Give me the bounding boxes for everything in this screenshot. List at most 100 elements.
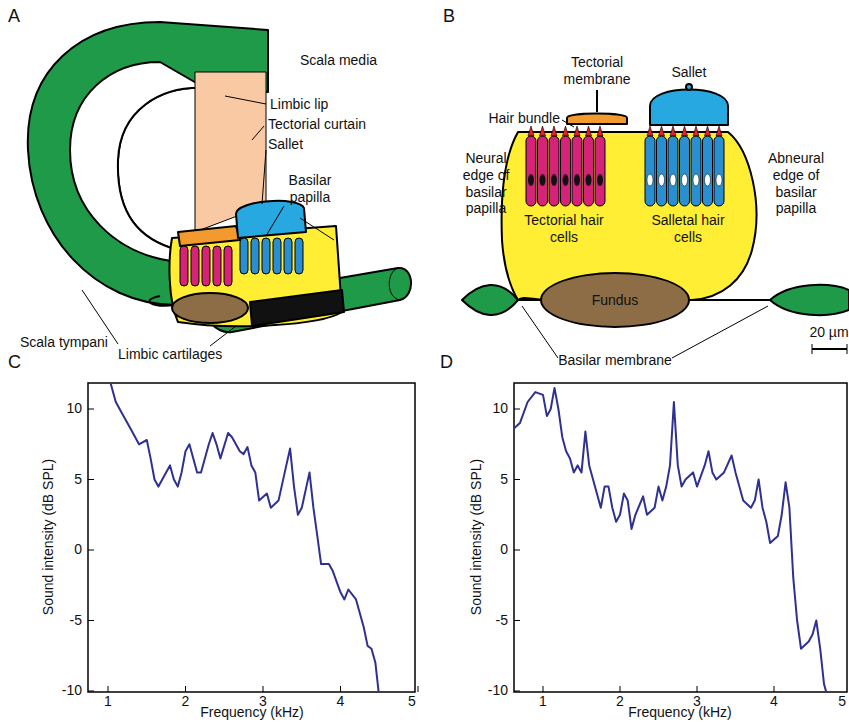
tick-label: -5 xyxy=(496,612,508,629)
tick-label: 4 xyxy=(337,693,345,710)
part-label: Neural edge of basilar papilla xyxy=(451,150,521,217)
part-label: Tectorial membrane xyxy=(552,54,642,88)
panel-letter: C xyxy=(8,352,21,374)
illustration-shape xyxy=(273,238,281,274)
leader-line xyxy=(514,409,520,410)
leader-line xyxy=(514,479,520,480)
illustration-shape xyxy=(563,174,569,186)
region-label: Scala media xyxy=(300,52,377,69)
leader-line xyxy=(252,126,264,140)
leader-line xyxy=(300,218,334,240)
leader-line xyxy=(620,686,621,692)
leader-line xyxy=(514,550,520,551)
illustration-shape xyxy=(572,136,582,206)
illustration-shape xyxy=(540,174,546,186)
illustration-shape xyxy=(561,136,571,206)
leader-line xyxy=(847,344,848,354)
leader-line xyxy=(263,686,264,692)
illustration-shape xyxy=(584,136,594,206)
illustration-shape xyxy=(240,238,248,274)
fundus-ellipse: Fundus xyxy=(540,272,690,328)
illustration-shape xyxy=(693,174,699,186)
illustration-shape xyxy=(224,246,232,286)
illustration-shape xyxy=(526,136,536,206)
illustration-shape xyxy=(528,126,534,136)
illustration-shape xyxy=(108,383,379,692)
illustration-shape xyxy=(716,126,722,136)
illustration-shape xyxy=(514,388,828,692)
illustration-shape xyxy=(462,285,518,315)
illustration-shape xyxy=(714,136,724,206)
illustration-shape xyxy=(668,136,678,206)
shape-group xyxy=(522,120,847,358)
tick-label: 10 xyxy=(66,400,82,417)
tick-label: 2 xyxy=(616,693,624,710)
illustration-shape xyxy=(657,136,667,206)
illustration-shape xyxy=(88,383,415,692)
shape-group xyxy=(28,22,411,332)
illustration-shape xyxy=(213,246,221,286)
illustration-shape xyxy=(670,174,676,186)
leader-line xyxy=(514,620,520,621)
part-label: Limbic cartilages xyxy=(118,346,222,363)
leader-line xyxy=(108,686,109,692)
illustration-shape xyxy=(389,268,400,300)
illustration-shape xyxy=(770,285,849,315)
illustration-shape xyxy=(659,174,665,186)
shape-group xyxy=(526,126,724,206)
illustration-shape xyxy=(563,126,569,136)
illustration-shape xyxy=(686,84,692,90)
panel-letter: B xyxy=(443,6,455,28)
illustration-shape xyxy=(645,136,655,206)
illustration-shape xyxy=(597,126,603,136)
leader-line xyxy=(543,686,544,692)
illustration-shape xyxy=(514,383,847,692)
leader-line xyxy=(340,686,341,692)
part-label: Limbic lip xyxy=(270,96,328,113)
shape-group xyxy=(180,238,303,286)
tick-label: -5 xyxy=(70,612,82,629)
panel-letter: A xyxy=(8,6,20,28)
leader-line xyxy=(88,550,94,551)
illustration-shape xyxy=(650,90,728,126)
illustration-shape xyxy=(250,290,344,326)
illustration-shape xyxy=(28,22,268,305)
part-label: Tectorial curtain xyxy=(268,116,366,133)
tick-label: 10 xyxy=(492,400,508,417)
tick-label: 1 xyxy=(539,693,547,710)
illustration-shape xyxy=(716,174,722,186)
illustration-shape xyxy=(549,136,559,206)
leader-line xyxy=(812,348,847,350)
leader-line xyxy=(697,686,698,692)
part-label: Hair bundle xyxy=(488,110,560,127)
tick-label: 5 xyxy=(408,693,416,710)
tick-label: 0 xyxy=(500,541,508,558)
leader-line xyxy=(210,326,236,346)
leader-line xyxy=(225,96,266,104)
leader-line xyxy=(514,691,520,692)
leader-line xyxy=(562,120,574,127)
leader-line xyxy=(88,409,94,410)
illustration-shape xyxy=(586,174,592,186)
illustration-shape xyxy=(295,238,303,274)
node-text: Fundus xyxy=(592,292,639,308)
axis-title: Sound intensity (dB SPL) xyxy=(468,459,485,615)
leader-line xyxy=(596,90,598,112)
leader-line xyxy=(262,150,266,204)
illustration-shape xyxy=(574,126,580,136)
part-label: Sallet xyxy=(671,64,706,81)
illustration-shape xyxy=(693,126,699,136)
illustration-shape xyxy=(251,238,259,274)
leader-line xyxy=(672,306,768,358)
leader-line xyxy=(88,691,94,692)
illustration-shape xyxy=(540,126,546,136)
tick-label: 1 xyxy=(104,693,112,710)
illustration-shape xyxy=(682,126,688,136)
illustration-shape xyxy=(528,174,534,186)
illustration-shape xyxy=(262,238,270,274)
tick-label: 3 xyxy=(259,693,267,710)
illustration-shape xyxy=(551,174,557,186)
illustration-shape xyxy=(172,293,248,323)
illustration-shape xyxy=(595,136,605,206)
tick-label: 2 xyxy=(182,693,190,710)
